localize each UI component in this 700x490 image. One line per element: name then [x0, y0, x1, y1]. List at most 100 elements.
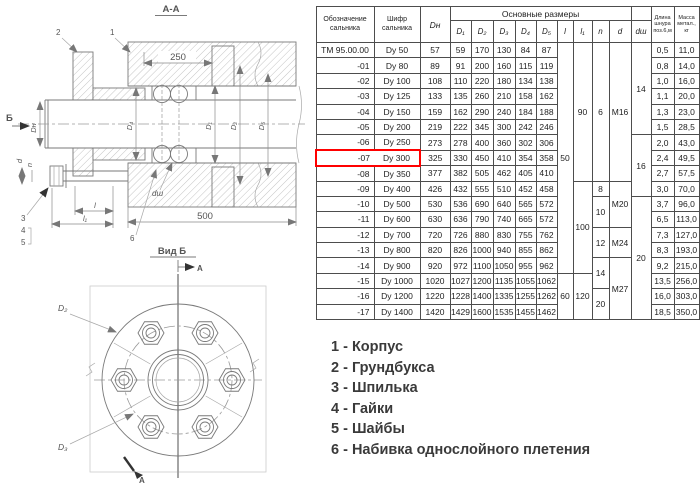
table-cell: 330: [449, 149, 472, 167]
table-cell: 358: [535, 149, 558, 167]
table-cell: 410: [492, 149, 516, 167]
table-cell: 2,7: [650, 165, 675, 182]
dim-l-label: l: [94, 201, 96, 210]
col-header-dsh: dш: [630, 20, 652, 43]
table-cell: 1,1: [650, 88, 675, 105]
col-header-code: Шифр сальника: [373, 6, 421, 43]
table-cell-merged: 20: [630, 195, 652, 321]
table-cell: 1100: [470, 257, 494, 274]
label-dn: Dн: [29, 123, 38, 133]
table-cell: -01: [315, 57, 375, 74]
table-cell: 400: [470, 134, 494, 151]
table-cell-merged: M27: [608, 257, 632, 321]
table-cell: -15: [315, 272, 375, 290]
table-cell: 160: [492, 57, 516, 74]
table-cell: 115: [514, 57, 537, 74]
table-cell: 505: [470, 165, 494, 182]
table-cell: 89: [419, 57, 451, 74]
stud-assembly: [49, 164, 128, 188]
col-header-n: n: [591, 20, 610, 43]
view-b-arrow: Б: [6, 113, 30, 130]
view-b-label: Б: [6, 113, 13, 124]
section-view: А-А: [6, 4, 305, 247]
table-cell: -05: [315, 118, 375, 136]
table-cell: Dy 600: [373, 211, 421, 228]
table-cell-merged: M20: [608, 180, 632, 228]
table-cell: 20,0: [673, 88, 700, 105]
table-cell: 790: [470, 211, 494, 228]
packing-rings: [153, 84, 188, 164]
legend-item: 4 - Гайки: [331, 400, 394, 417]
table-cell: 242: [514, 118, 537, 136]
table-cell: 458: [535, 180, 558, 197]
table-cell: -13: [315, 242, 375, 259]
table-cell: 215,0: [673, 257, 700, 274]
table-cell: 11,0: [673, 41, 700, 59]
label-d: d: [15, 158, 24, 163]
col-header-d: d: [608, 20, 632, 43]
flange-outer-circle: [101, 303, 255, 457]
table-cell: 450: [470, 149, 494, 167]
table-cell: 240: [492, 103, 516, 120]
table-cell: 260: [470, 88, 494, 105]
table-cell: 536: [449, 195, 472, 213]
table-cell-merged: 14: [630, 41, 652, 136]
table-cell-merged: 8: [591, 180, 610, 197]
table-cell: Dy 350: [373, 165, 421, 182]
table-cell: 630: [419, 211, 451, 228]
table-cell: -09: [315, 180, 375, 197]
table-cell: 740: [492, 211, 516, 228]
table-cell: 119: [535, 57, 558, 74]
legend: 1 - Корпус 2 - Грундбукса 3 - Шпилька 4 …: [331, 337, 590, 460]
dim-diameters: Dн D₄ D₁ D₂ D₅: [29, 65, 272, 185]
table-cell: 8,3: [650, 242, 675, 259]
table-cell: 820: [419, 242, 451, 259]
table-cell: 1228: [449, 288, 472, 305]
legend-item: 1 - Корпус: [331, 339, 404, 355]
section-title: А-А: [163, 4, 180, 15]
table-cell: Dy 700: [373, 226, 421, 244]
table-cell: 306: [535, 134, 558, 151]
table-cell: 350,0: [673, 303, 700, 321]
table-cell: Dy 300: [374, 149, 421, 167]
table-cell: 1262: [535, 288, 558, 305]
table-cell: 18,5: [650, 303, 675, 321]
table-cell: 1062: [535, 272, 558, 290]
table-cell: 726: [449, 226, 472, 244]
table-cell: -10: [315, 195, 375, 213]
table-cell: 920: [419, 257, 451, 274]
table-cell: 636: [449, 211, 472, 228]
col-header-d1: D₁: [449, 20, 472, 43]
table-cell: 9,2: [650, 257, 675, 274]
table-cell: Dy 900: [373, 257, 421, 274]
legend-item: 2 - Грундбукса: [331, 359, 435, 376]
table-cell: 1255: [514, 288, 537, 305]
section-arrow-bottom-label: А: [139, 476, 145, 485]
table-cell-merged: 90: [572, 42, 593, 182]
label-d2: D₂: [229, 122, 238, 130]
table-cell: -16: [315, 288, 375, 305]
table-cell: 325: [419, 149, 451, 167]
table-cell: 382: [449, 165, 472, 182]
table-cell: 830: [492, 226, 516, 244]
table-cell-merged: M24: [608, 226, 632, 259]
table-cell: 188: [535, 103, 558, 120]
table-cell: 220: [470, 72, 494, 90]
table-cell: 826: [449, 242, 472, 259]
table-cell: 410: [535, 165, 558, 182]
table-cell-merged: 60: [556, 272, 574, 321]
table-cell: 462: [492, 165, 516, 182]
table-cell: 70,0: [673, 180, 700, 197]
table-cell: -12: [315, 226, 375, 244]
table-cell: 572: [535, 211, 558, 228]
table-cell: 43,0: [673, 134, 700, 151]
table-cell: 955: [514, 257, 537, 274]
table-cell: 222: [449, 118, 472, 136]
